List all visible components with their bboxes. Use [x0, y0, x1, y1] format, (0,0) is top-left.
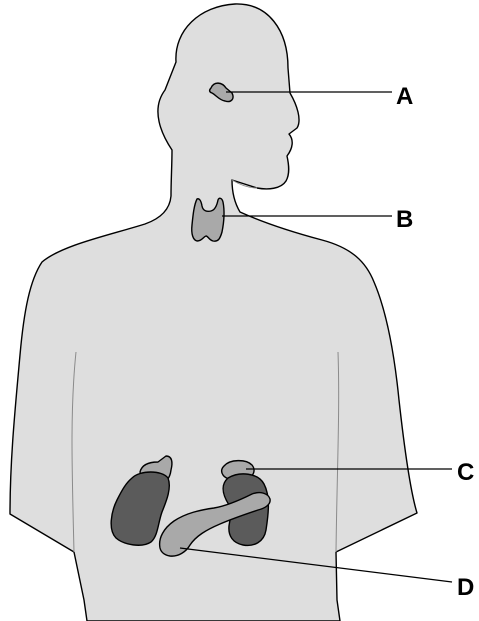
- label-c: C: [457, 459, 474, 486]
- label-a: A: [396, 83, 413, 110]
- label-b: B: [396, 206, 413, 233]
- label-d: D: [457, 574, 474, 601]
- body-silhouette: [10, 4, 417, 621]
